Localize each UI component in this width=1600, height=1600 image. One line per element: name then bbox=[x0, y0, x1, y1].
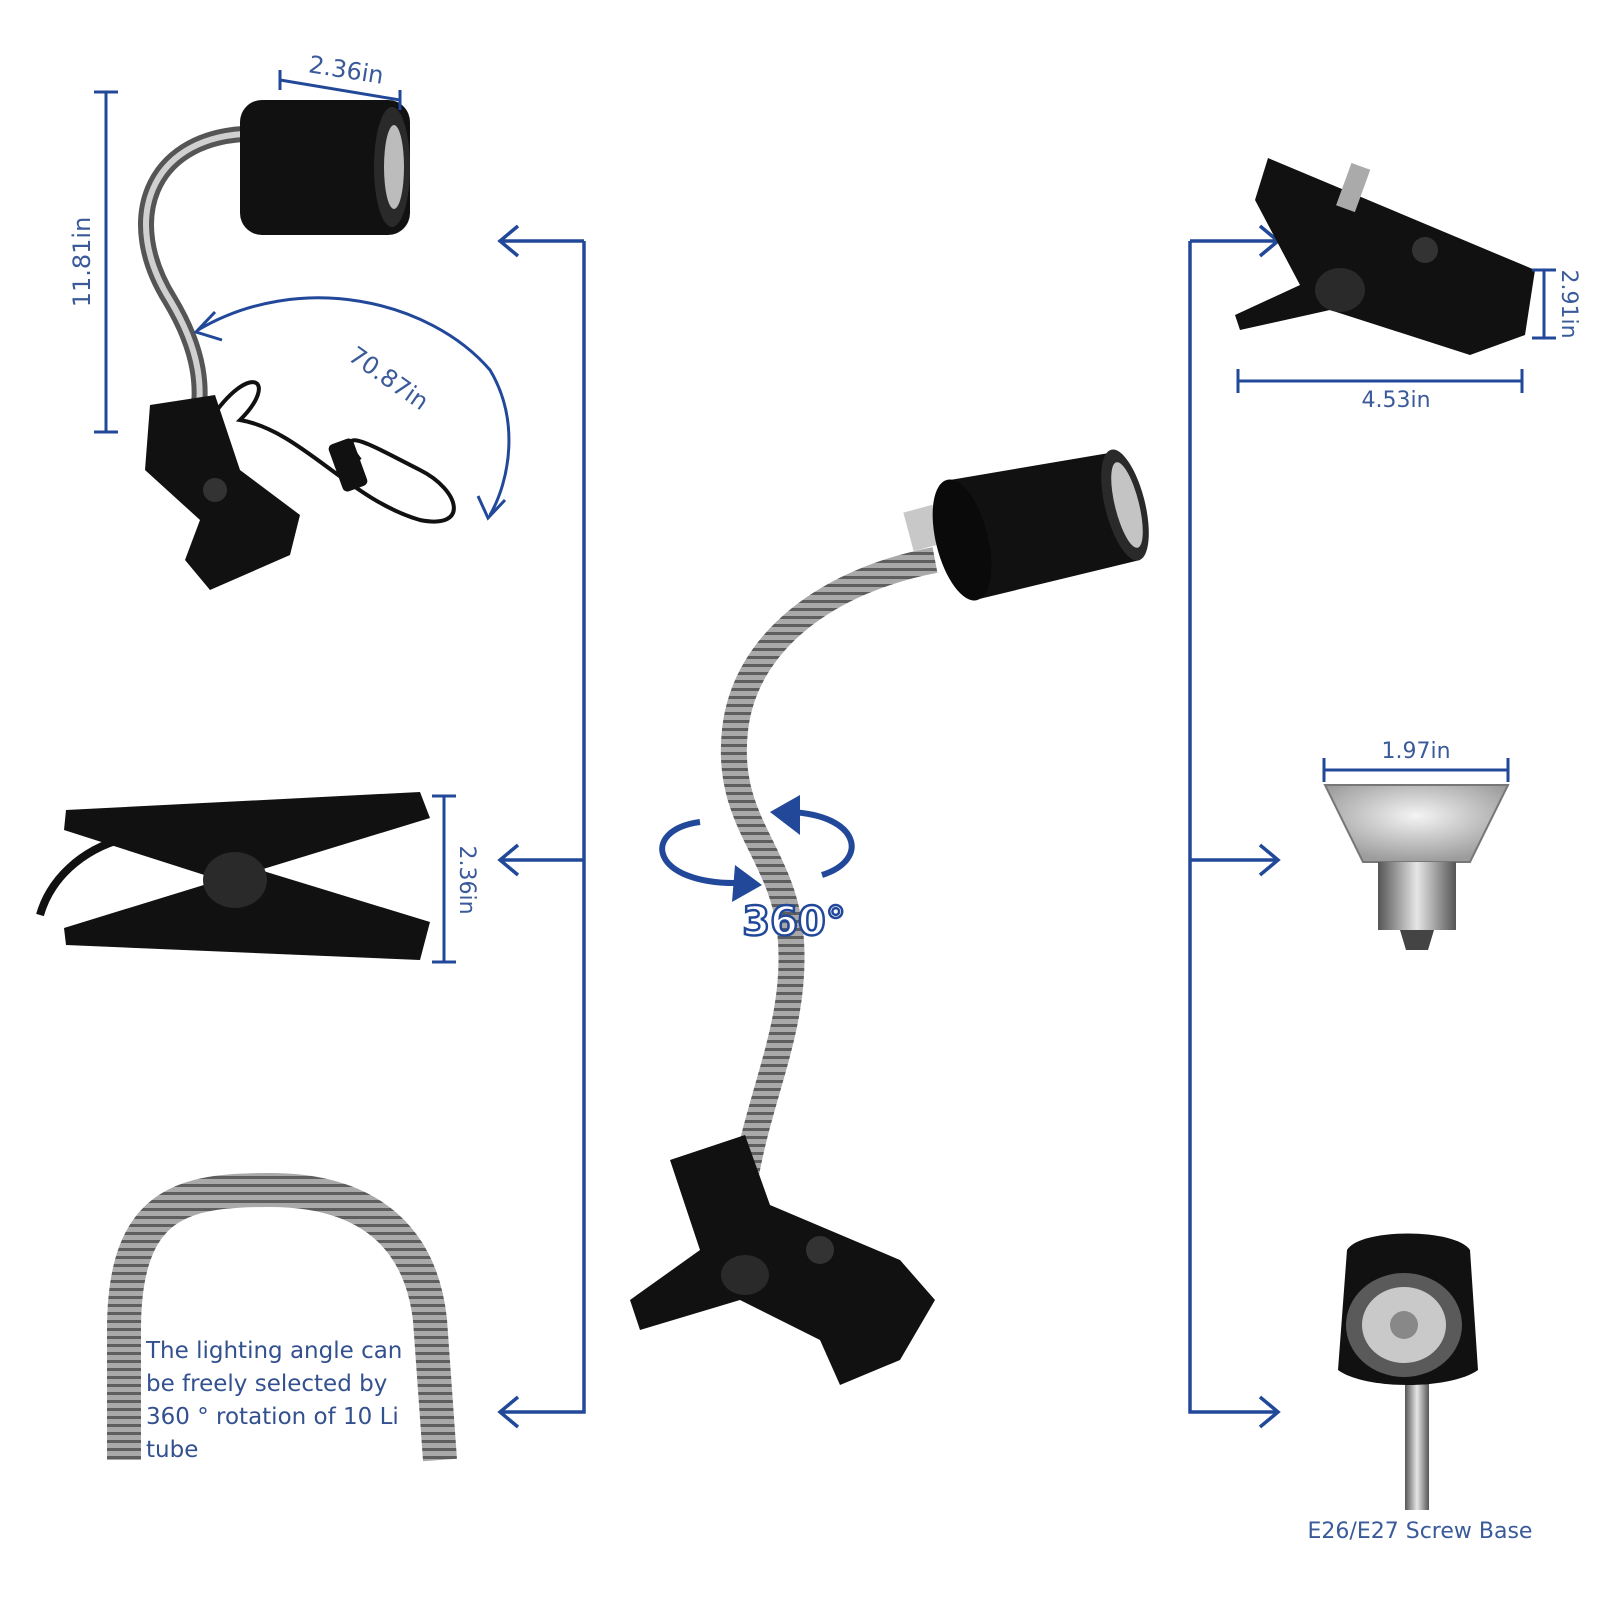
clip-side-view-figure: 2.36in bbox=[36, 792, 479, 964]
bulb-width-label: 1.97in bbox=[1381, 739, 1450, 764]
cable-length-label: 70.87in bbox=[343, 341, 433, 416]
clip-cable-icon bbox=[36, 834, 127, 917]
clip-length-label: 4.53in bbox=[1361, 388, 1430, 413]
clip-dimension-figure: 2.91in 4.53in bbox=[1235, 158, 1581, 413]
right-connector-bracket bbox=[1188, 224, 1281, 1429]
power-cable-icon bbox=[208, 380, 456, 524]
lamp-shade-icon bbox=[240, 100, 410, 235]
socket-icon bbox=[1338, 1233, 1478, 1385]
switch-icon bbox=[328, 438, 368, 492]
clip-side-height-label: 2.36in bbox=[454, 845, 479, 914]
lamp-overview-figure: 11.81in 2.36in 70.87in bbox=[68, 50, 511, 590]
rotation-arrow-icon bbox=[659, 795, 855, 902]
left-connector-bracket bbox=[497, 224, 586, 1429]
gooseneck-closeup-figure bbox=[107, 1172, 457, 1462]
clip-height-label: 2.91in bbox=[1556, 269, 1581, 338]
main-clamp-clip-icon bbox=[630, 1135, 935, 1385]
clip-pivot-icon bbox=[203, 852, 267, 908]
clip-mount-post-icon bbox=[1336, 162, 1371, 213]
gooseneck-note: The lighting angle can be freely selecte… bbox=[146, 1338, 403, 1463]
main-lamp-shade-icon bbox=[903, 449, 1149, 601]
rotation-label: 360° bbox=[742, 899, 846, 945]
main-lamp-figure: 360° bbox=[630, 449, 1149, 1385]
screw-base-label: E26/E27 Screw Base bbox=[1308, 1519, 1533, 1544]
main-gooseneck-icon bbox=[720, 547, 938, 1183]
bulb-figure: 1.97in bbox=[1322, 739, 1510, 950]
total-height-label: 11.81in bbox=[68, 217, 96, 308]
shade-width-label: 2.36in bbox=[307, 50, 386, 89]
bulb-icon bbox=[1323, 784, 1510, 950]
clamp-clip-icon bbox=[145, 395, 300, 590]
socket-figure: E26/E27 Screw Base bbox=[1308, 1233, 1533, 1544]
